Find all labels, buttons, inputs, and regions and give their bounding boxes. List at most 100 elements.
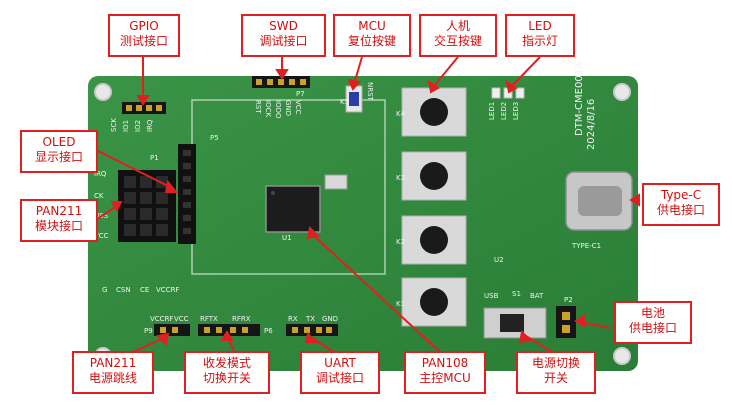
silk-usb: USB bbox=[484, 292, 499, 300]
battery-label-line2: 供电接口 bbox=[628, 321, 677, 335]
uart-label-line2: 调试接口 bbox=[315, 371, 364, 385]
swd-label: SWD 调试接口 bbox=[241, 14, 326, 57]
silk-p1: P1 bbox=[150, 154, 159, 162]
silk-irq: IRQ bbox=[146, 119, 154, 132]
silk-u1: U1 bbox=[282, 234, 292, 242]
led-label-line1: LED bbox=[528, 19, 552, 33]
gpio-label: GPIO 测试接口 bbox=[108, 14, 180, 57]
silk-p9-vcc: VCC bbox=[174, 315, 189, 323]
mcu-reset-label-line1: MCU bbox=[358, 19, 386, 33]
mcu-reset-label-line2: 复位按键 bbox=[347, 34, 396, 48]
mcu-reset-label: MCU 复位按键 bbox=[333, 14, 411, 57]
pan108-chip bbox=[265, 185, 321, 233]
silk-swd-rst: RST bbox=[254, 100, 262, 114]
silk-pan-csn: CSN bbox=[116, 286, 131, 294]
silk-typec: TYPE-C1 bbox=[571, 242, 601, 250]
silk-led3: LED3 bbox=[512, 102, 520, 120]
silk-io1: IO1 bbox=[122, 120, 130, 132]
power-switch-label-line1: 电源切换 bbox=[531, 356, 580, 370]
silk-s1: S1 bbox=[512, 290, 521, 298]
silk-p5: P5 bbox=[210, 134, 219, 142]
pan108-label-line2: 主控MCU bbox=[419, 371, 471, 385]
power-switch-label-line2: 开关 bbox=[543, 371, 568, 385]
silk-pan-ce: CE bbox=[140, 286, 149, 294]
silk-swd-iodo: IODO bbox=[274, 100, 282, 119]
oled-label: OLED 显示接口 bbox=[20, 130, 98, 173]
silk-k2: K2 bbox=[396, 238, 405, 246]
pan108-label-line1: PAN108 bbox=[421, 356, 469, 370]
crystal bbox=[324, 174, 348, 190]
oled-label-line1: OLED bbox=[42, 135, 76, 149]
silk-pan-vccrf: VCCRF bbox=[156, 286, 179, 294]
pan211-label-line2: 模块接口 bbox=[34, 219, 83, 233]
silk-rftx: RFTX bbox=[200, 315, 218, 323]
led-label-line2: 指示灯 bbox=[521, 34, 558, 48]
silk-nrst: NRST bbox=[366, 82, 374, 102]
oled-label-line2: 显示接口 bbox=[34, 150, 83, 164]
typec-label-line2: 供电接口 bbox=[656, 203, 705, 217]
silk-bat: BAT bbox=[530, 292, 544, 300]
swd-label-line2: 调试接口 bbox=[259, 34, 308, 48]
silk-io2: IO2 bbox=[134, 120, 142, 132]
battery-label-line1: 电池 bbox=[640, 306, 665, 320]
silk-swd-vcc: VCC bbox=[294, 100, 302, 115]
p9-header bbox=[154, 324, 190, 336]
silk-rx: RX bbox=[288, 315, 298, 323]
tact-switches bbox=[401, 87, 467, 327]
hmi-label-line1: 人机 bbox=[445, 19, 470, 33]
typec-label: Type-C 供电接口 bbox=[642, 183, 720, 226]
pan108-label: PAN108 主控MCU bbox=[404, 351, 486, 394]
leds bbox=[491, 87, 525, 99]
oled-header bbox=[178, 144, 196, 244]
silk-left-ck: CK bbox=[94, 192, 104, 200]
typec-label-line1: Type-C bbox=[660, 188, 702, 202]
silk-swd-gnd: GND bbox=[284, 100, 292, 116]
pan211-socket bbox=[118, 170, 176, 242]
board-model: DTM-CME001A bbox=[574, 62, 585, 136]
silk-swd-iock: IOCK bbox=[264, 100, 272, 117]
pan211-label: PAN211 模块接口 bbox=[20, 199, 98, 242]
power-switch-label: 电源切换 开关 bbox=[516, 351, 596, 394]
uart-label: UART 调试接口 bbox=[300, 351, 380, 394]
silk-p9-vccrf: VCCRF bbox=[150, 315, 173, 323]
battery-header bbox=[556, 306, 576, 338]
battery-label: 电池 供电接口 bbox=[614, 301, 692, 344]
hmi-label: 人机 交互按键 bbox=[419, 14, 497, 57]
swd-header bbox=[252, 76, 310, 88]
silk-p6: P6 bbox=[264, 327, 273, 335]
uart-header bbox=[286, 324, 338, 336]
silk-p7: P7 bbox=[296, 90, 305, 98]
silk-k1: K1 bbox=[396, 300, 405, 308]
board-date: 2024/8/16 bbox=[586, 99, 597, 150]
pcb-board bbox=[88, 76, 638, 371]
gpio-header bbox=[122, 102, 166, 114]
swd-label-line1: SWD bbox=[269, 19, 298, 33]
gpio-label-line1: GPIO bbox=[129, 19, 159, 33]
typec-connector bbox=[565, 171, 633, 231]
led-label: LED 指示灯 bbox=[505, 14, 575, 57]
p6-header bbox=[198, 324, 260, 336]
silk-rfrx: RFRX bbox=[232, 315, 251, 323]
silk-led2: LED2 bbox=[500, 102, 508, 120]
silk-left-irq: IRQ bbox=[94, 170, 107, 178]
silk-tx: TX bbox=[305, 315, 315, 323]
txrx-mode-label: 收发模式 切换开关 bbox=[184, 351, 270, 394]
silk-k4: K4 bbox=[396, 110, 406, 118]
power-switch-part bbox=[483, 307, 547, 339]
pan211-power-label: PAN211 电源跳线 bbox=[72, 351, 154, 394]
silk-k3: K3 bbox=[396, 174, 405, 182]
hmi-label-line2: 交互按键 bbox=[433, 34, 482, 48]
txrx-mode-label-line1: 收发模式 bbox=[202, 356, 251, 370]
silk-p2: P2 bbox=[564, 296, 573, 304]
pan211-power-label-line1: PAN211 bbox=[89, 356, 137, 370]
silk-pan-g: G bbox=[102, 286, 107, 294]
txrx-mode-label-line2: 切换开关 bbox=[202, 371, 251, 385]
silk-k5: K5 bbox=[340, 98, 349, 106]
gpio-label-line2: 测试接口 bbox=[119, 34, 168, 48]
silk-u2: U2 bbox=[494, 256, 504, 264]
pan211-label-line1: PAN211 bbox=[35, 204, 83, 218]
silk-sck: SCK bbox=[110, 118, 118, 132]
pan211-power-label-line2: 电源跳线 bbox=[88, 371, 137, 385]
